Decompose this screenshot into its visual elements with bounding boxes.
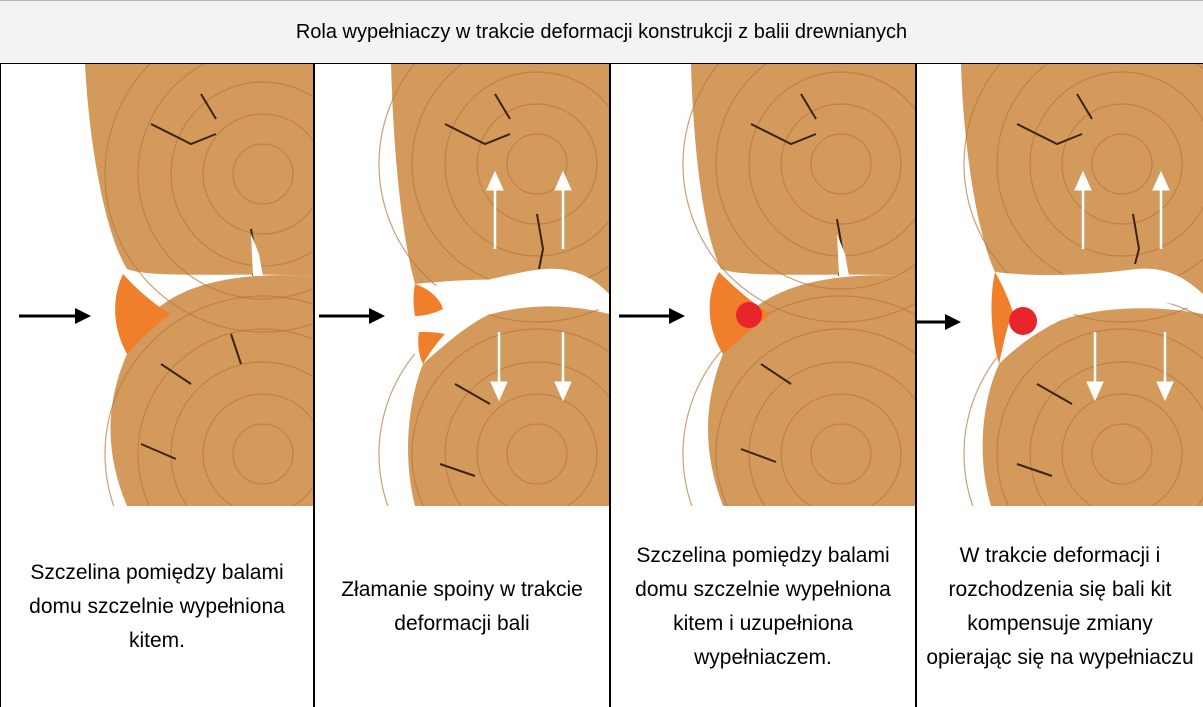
panel-4: W trakcie deformacji i rozchodzenia się … [917,64,1203,707]
panel-1: Szczelina pomiędzy balami domu szczelnie… [1,64,313,707]
panel-2-caption: Złamanie spoiny w trakcie deformacji bal… [315,506,609,707]
panel-3: Szczelina pomiędzy balami domu szczelnie… [611,64,915,707]
filler-cord [736,302,762,328]
panel-3-caption: Szczelina pomiędzy balami domu szczelnie… [611,506,915,707]
panel-1-caption: Szczelina pomiędzy balami domu szczelnie… [1,506,313,707]
panel-4-caption: W trakcie deformacji i rozchodzenia się … [917,506,1203,707]
panel-2: Złamanie spoiny w trakcie deformacji bal… [315,64,609,707]
panel-3-illustration [611,64,915,506]
diagram-title: Rola wypełniaczy w trakcie deformacji ko… [0,0,1203,64]
pressure-arrow [319,308,385,324]
panel-1-illustration [1,64,313,506]
pressure-arrow [917,314,961,330]
pressure-arrow [19,308,91,324]
panel-2-illustration [315,64,609,506]
panel-4-illustration [917,64,1203,506]
pressure-arrow [619,308,685,324]
filler-cord [1009,307,1037,335]
log-top [85,64,313,276]
log-top [391,64,609,294]
